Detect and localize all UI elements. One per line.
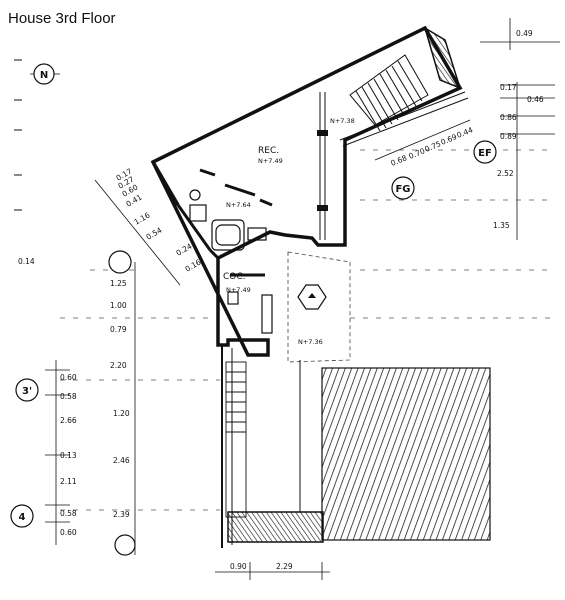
- dim-diag: 0.24: [175, 241, 194, 257]
- roof-hatch: [321, 367, 491, 541]
- dim-diag: 0.68: [389, 153, 408, 168]
- svg-text:4: 4: [19, 512, 26, 523]
- dim-diag: 0.54: [145, 225, 164, 241]
- hexagon-feature: [297, 284, 327, 310]
- svg-text:N: N: [40, 70, 48, 81]
- dim-left-col2: 2.11: [60, 477, 77, 486]
- grid-bubble-empty: [108, 250, 132, 274]
- svg-text:EF: EF: [478, 148, 492, 159]
- dim-left-col: 2.46: [113, 456, 130, 465]
- grid-bubble-4: 4: [10, 504, 34, 528]
- level-wc: N+7.64: [226, 201, 251, 209]
- dim-left-col: 1.20: [113, 409, 130, 418]
- level-terrace: N+7.36: [298, 338, 323, 346]
- bathroom: [189, 168, 273, 251]
- railing: [339, 91, 466, 141]
- svg-text:3': 3': [22, 386, 32, 397]
- dim-left-col: 2.39: [113, 510, 130, 519]
- dim-left-col2: 0.60: [60, 373, 77, 382]
- dim-top-right: 0.49: [516, 29, 533, 38]
- dim-right: 0.17: [500, 83, 517, 92]
- dim-diag: 1.16: [133, 210, 152, 226]
- stair-hatch-bottom: [227, 511, 324, 543]
- level-rec: N+7.49: [258, 157, 283, 165]
- terrace-outline: [287, 251, 351, 363]
- grid-bubble-n: N: [33, 63, 55, 85]
- plan-title: House 3rd Floor: [8, 10, 116, 27]
- room-label-rec: REC.: [258, 146, 279, 156]
- dim-right: 1.35: [493, 221, 510, 230]
- stair-top: [349, 54, 429, 132]
- level-stair: N+7.38: [330, 117, 355, 125]
- dim-left-col2: 0.58: [60, 509, 77, 518]
- stair-core-hatch: [423, 26, 462, 90]
- railing: [342, 97, 469, 147]
- stair-west: [225, 361, 247, 518]
- kitchen: [227, 273, 273, 334]
- grid-bubble-empty: [114, 534, 136, 556]
- wall-segment: [176, 204, 212, 251]
- dimension-lines: [30, 18, 560, 580]
- wall-segment: [151, 161, 180, 206]
- dim-bottom: 2.29: [276, 562, 293, 571]
- level-coc: N+7.49: [226, 286, 251, 294]
- grid-bubble-3: 3': [15, 378, 39, 402]
- grid-bubble-ef: EF: [473, 140, 497, 164]
- dim-left-col: 2.20: [110, 361, 127, 370]
- dim-left-col: 1.25: [110, 279, 127, 288]
- dim-left-col2: 2.66: [60, 416, 77, 425]
- svg-text:FG: FG: [395, 184, 410, 195]
- room-label-coc: COC.: [223, 272, 246, 282]
- grid-guides: [60, 149, 555, 511]
- dim-right: 0.86: [500, 113, 517, 122]
- wall-segment: [208, 248, 220, 260]
- dim-left-mid: 0.14: [18, 257, 35, 266]
- dim-left-col2: 0.58: [60, 392, 77, 401]
- dim-left-col: 1.00: [110, 301, 127, 310]
- dim-left-col2: 0.13: [60, 451, 77, 460]
- dim-left-col2: 0.60: [60, 528, 77, 537]
- dim-right: 2.52: [497, 169, 514, 178]
- dim-right: 0.89: [500, 132, 517, 141]
- dim-right: 0.46: [527, 95, 544, 104]
- dim-left-col: 0.79: [110, 325, 127, 334]
- grid-bubble-fg: FG: [391, 176, 415, 200]
- dim-diag: 0.44: [455, 125, 474, 140]
- dim-bottom: 0.90: [230, 562, 247, 571]
